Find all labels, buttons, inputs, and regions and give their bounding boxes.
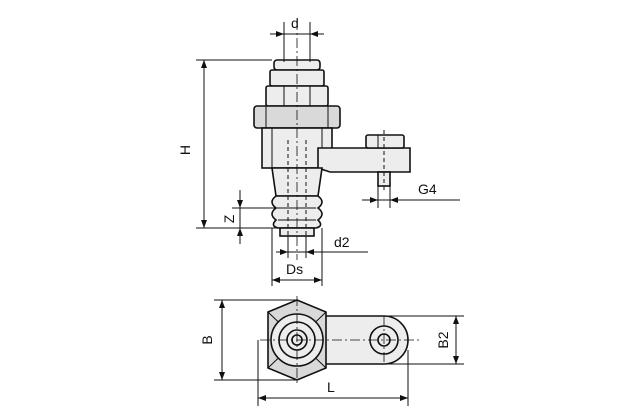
dimension-G4: G4 bbox=[362, 181, 460, 208]
label-Ds: Ds bbox=[286, 261, 303, 277]
label-B: B bbox=[199, 335, 215, 344]
label-H: H bbox=[177, 145, 193, 155]
label-d2: d2 bbox=[334, 234, 350, 250]
dimension-d: d bbox=[270, 15, 324, 62]
side-arm bbox=[317, 130, 411, 190]
dimension-B: B bbox=[199, 299, 297, 381]
dimension-Z: Z bbox=[221, 190, 278, 244]
label-G4: G4 bbox=[418, 181, 437, 197]
dimension-Ds: Ds bbox=[271, 228, 323, 286]
top-view: B B2 L bbox=[199, 296, 464, 406]
side-view: d H Z G4 bbox=[177, 15, 460, 286]
label-L: L bbox=[327, 379, 335, 395]
dimension-B2: B2 bbox=[384, 315, 464, 365]
dimension-L: L bbox=[257, 340, 409, 406]
label-d: d bbox=[291, 15, 299, 31]
label-Z: Z bbox=[221, 214, 237, 223]
label-B2: B2 bbox=[435, 331, 451, 348]
